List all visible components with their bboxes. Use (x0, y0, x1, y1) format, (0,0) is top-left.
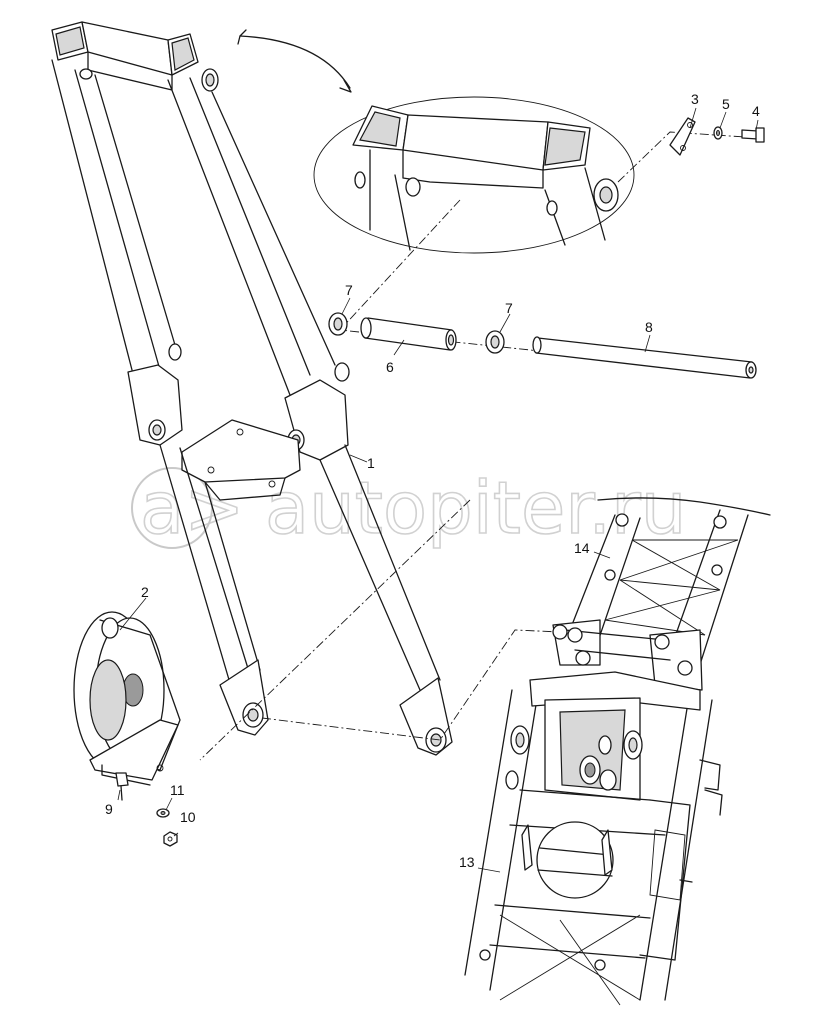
callout-2: 2 (119, 584, 149, 631)
callout-11-label: 11 (170, 782, 185, 798)
callout-13: 13 (459, 854, 501, 873)
watermark-text: autopiter.ru (265, 466, 686, 550)
callout-14: 14 (574, 540, 611, 559)
callout-9-label: 9 (105, 801, 113, 817)
callout-13-label: 13 (459, 854, 475, 870)
assembly-line-frame (199, 499, 471, 761)
callout-5-label: 5 (722, 96, 730, 112)
part-9-bolt (115, 772, 129, 801)
part-13-lower-frame (464, 671, 723, 1006)
callout-14-label: 14 (574, 540, 590, 556)
a-frame-mast (51, 21, 453, 756)
callout-5: 5 (719, 96, 730, 129)
callout-10-label: 10 (180, 809, 196, 825)
callout-8: 8 (644, 319, 653, 353)
callout-8-label: 8 (645, 319, 653, 335)
detail-view (313, 96, 635, 254)
detail-pointer-arrow (237, 29, 352, 93)
callout-7a-label: 7 (345, 282, 353, 298)
callout-4: 4 (752, 103, 760, 131)
callout-9: 9 (105, 789, 121, 817)
callout-6: 6 (386, 339, 405, 375)
part-7-bushing-left (328, 312, 348, 336)
callout-11: 11 (165, 782, 185, 811)
part-2-winch-drum (73, 611, 181, 786)
part-14-lattice-boom (552, 497, 771, 691)
callout-7b: 7 (499, 300, 513, 333)
watermark: a> autopiter.ru (131, 465, 687, 551)
part-5-washer (713, 126, 723, 140)
part-11-washer (156, 808, 170, 818)
callout-7b-label: 7 (505, 300, 513, 316)
part-7-bushing-right (485, 330, 505, 354)
callout-2-label: 2 (141, 584, 149, 600)
assembly-line-feet (261, 629, 561, 741)
part-10-nut (163, 831, 178, 847)
assembly-line-latch (617, 131, 761, 183)
part-4-bolt (741, 127, 765, 143)
part-8-pin (532, 336, 757, 379)
callout-1: 1 (349, 454, 375, 471)
callout-10: 10 (173, 809, 196, 837)
part-6-sleeve (360, 317, 457, 351)
callout-4-label: 4 (752, 103, 760, 119)
callout-7a: 7 (341, 282, 353, 315)
callout-6-label: 6 (386, 359, 394, 375)
callout-1-label: 1 (367, 455, 375, 471)
callout-3: 3 (689, 91, 699, 129)
callout-3-label: 3 (691, 91, 699, 107)
